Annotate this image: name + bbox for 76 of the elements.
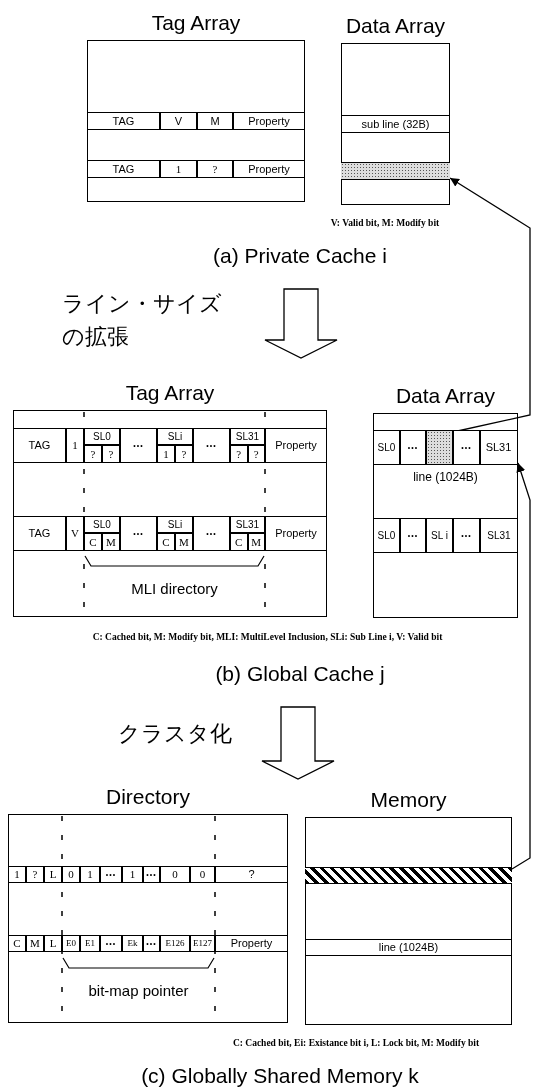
legend-note: C: Cached bit, M: Modify bit, MLI: MultiLevel Inclusion, SLi: Sub Line i, V: Valid bit (91, 631, 444, 645)
bit-field: sub line (32B) (341, 115, 450, 133)
bit-field: L (44, 866, 62, 883)
bit-field: Property (233, 112, 305, 130)
bit-field: C (84, 533, 102, 551)
bit-field: ? (84, 445, 102, 463)
subfigure-caption: (a) Private Cache i (212, 242, 388, 268)
bit-field: E126 (160, 935, 190, 952)
field-group-label: MLI directory (130, 578, 219, 598)
bit-field: 0 (190, 866, 215, 883)
bit-field: V (66, 516, 84, 551)
field-group-label: bit-map pointer (87, 980, 190, 1000)
array-heading: Directory (106, 785, 190, 808)
bit-field: SL0 (84, 428, 120, 445)
bit-field: Ek (122, 935, 143, 952)
arrow (511, 462, 531, 870)
bit-field: M (197, 112, 233, 130)
bit-field: SL0 (84, 516, 120, 533)
bit-field: M (26, 935, 44, 952)
bit-field: 1 (160, 160, 197, 178)
bit-field: M (175, 533, 193, 551)
sub-line-label: SL31 (485, 441, 512, 453)
line-size-label: line (1024B) (412, 469, 479, 486)
bit-field: SL31 (480, 518, 518, 553)
bit-field: 1 (157, 445, 175, 463)
bit-field: SL0 (373, 518, 400, 553)
bit-field: C (157, 533, 175, 551)
array-heading: Tag Array (125, 381, 215, 404)
bit-field: TAG (13, 428, 66, 463)
bit-field: 0 (62, 866, 80, 883)
bit-field: TAG (13, 516, 66, 551)
hatched-line-row (304, 866, 512, 884)
bit-field: 1 (122, 866, 143, 883)
array-heading: Memory (370, 788, 447, 811)
bit-field: M (102, 533, 120, 551)
bit-field: ? (197, 160, 233, 178)
array-heading: Tag Array (151, 11, 241, 34)
subfigure-caption: (b) Global Cache j (214, 660, 386, 686)
subfigure-caption: (c) Globally Shared Memory k (140, 1062, 420, 1088)
bit-field: E1 (80, 935, 100, 952)
bit-field: SLi (157, 428, 193, 445)
bit-field: E0 (62, 935, 80, 952)
bit-field: ? (175, 445, 193, 463)
bit-field: 1 (66, 428, 84, 463)
bit-field: E127 (190, 935, 215, 952)
bit-field: SLi (157, 516, 193, 533)
bit-field: ? (102, 445, 120, 463)
array-heading: Data Array (395, 384, 496, 407)
bit-field: SL31 (230, 428, 265, 445)
transformation-label: クラスタ化 (118, 719, 233, 748)
bit-field: Property (215, 935, 288, 952)
transformation-label: ライン・サイズの拡張 (62, 290, 223, 351)
bit-field: Property (265, 516, 327, 551)
bit-field: TAG (87, 112, 160, 130)
bit-field: 1 (80, 866, 100, 883)
bit-field: SL i (426, 518, 453, 553)
bit-field: C (8, 935, 26, 952)
sub-line-cell (479, 429, 518, 465)
bit-field: Property (265, 428, 327, 463)
bit-field: 1 (8, 866, 26, 883)
bit-field: ? (230, 445, 248, 463)
array-heading: Data Array (345, 14, 446, 37)
bit-field: L (44, 935, 62, 952)
bit-field: SL0 (373, 430, 400, 465)
bit-field: TAG (87, 160, 160, 178)
legend-note: V: Valid bit, M: Modify bit (329, 217, 441, 231)
shaded-sub-line-cell (425, 429, 453, 465)
bit-field: C (230, 533, 248, 551)
bit-field: SL31 (230, 516, 265, 533)
bit-field: V (160, 112, 197, 130)
bit-field: line (1024B) (305, 939, 512, 956)
legend-note: C: Cached bit, Ei: Existance bit i, L: Lock bit, M: Modify bit (231, 1037, 481, 1051)
bit-field: ? (215, 866, 288, 883)
bit-field: Property (233, 160, 305, 178)
bit-field: 0 (160, 866, 190, 883)
bit-field: ? (26, 866, 44, 883)
